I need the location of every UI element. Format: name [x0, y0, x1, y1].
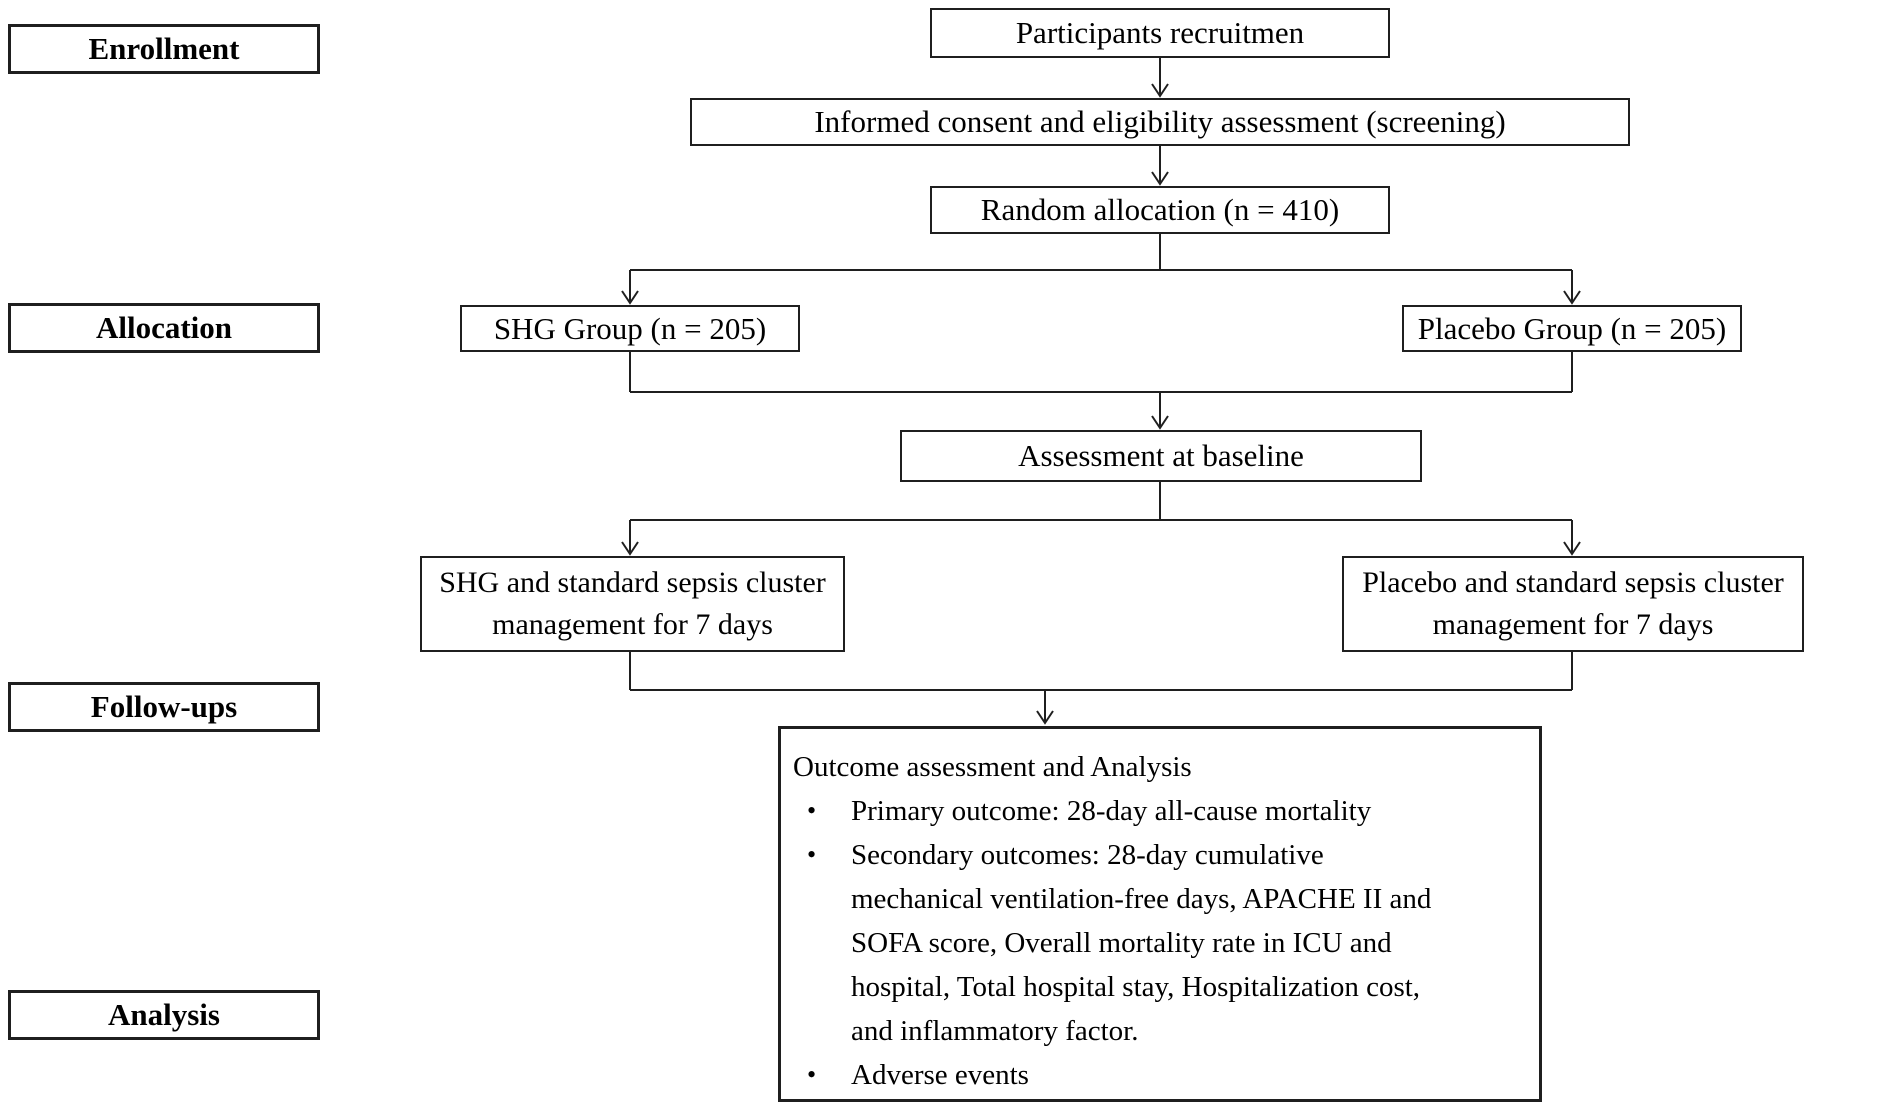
box-shg-treatment-line-2: management for 7 days	[492, 608, 773, 641]
box-shg-group: SHG Group (n = 205)	[460, 305, 800, 352]
stage-label-follow-ups: Follow-ups	[8, 682, 320, 732]
box-placebo-treatment-line-1: Placebo and standard sepsis cluster	[1362, 566, 1784, 599]
box-shg-treatment-line-1: SHG and standard sepsis cluster	[439, 566, 826, 599]
outcome-bullet-primary: • Primary outcome: 28-day all-cause mort…	[793, 789, 1533, 833]
outcome-bullet-secondary-line-1: Secondary outcomes: 28-day cumulative	[851, 839, 1324, 871]
box-placebo-group: Placebo Group (n = 205)	[1402, 305, 1742, 352]
bullet-icon: •	[807, 840, 817, 869]
connector-baseline-split	[621, 482, 1581, 556]
outcome-bullet-secondary-line-2: mechanical ventilation-free days, APACHE…	[851, 883, 1432, 915]
arrow-down-icon	[1036, 710, 1054, 725]
outcome-bullet-adverse-events: • Adverse events	[793, 1053, 1533, 1097]
arrow-down-icon	[1151, 171, 1169, 186]
stage-label-enrollment: Enrollment	[8, 24, 320, 74]
connector-screening-to-randomization	[1151, 146, 1169, 186]
bullet-icon: •	[807, 1060, 817, 1089]
box-placebo-treatment-line-2: management for 7 days	[1432, 608, 1714, 641]
connector-recruitment-to-screening	[1151, 58, 1169, 98]
arrow-down-icon	[1563, 541, 1581, 556]
arrow-down-icon	[621, 290, 639, 305]
connector-groups-merge-to-baseline	[629, 352, 1573, 430]
arrow-down-icon	[1151, 415, 1169, 430]
outcome-title: Outcome assessment and Analysis	[793, 751, 1192, 783]
stage-label-analysis: Analysis	[8, 990, 320, 1040]
outcome-bullet-primary-text: Primary outcome: 28-day all-cause mortal…	[851, 795, 1372, 827]
outcome-bullet-secondary-line-4: hospital, Total hospital stay, Hospitali…	[851, 971, 1421, 1003]
box-placebo-treatment: Placebo and standard sepsis cluster mana…	[1342, 556, 1804, 652]
box-random-allocation: Random allocation (n = 410)	[930, 186, 1390, 234]
box-informed-consent-screening: Informed consent and eligibility assessm…	[690, 98, 1630, 146]
box-assessment-baseline: Assessment at baseline	[900, 430, 1422, 482]
outcome-bullet-secondary: • Secondary outcomes: 28-day cumulative …	[793, 833, 1533, 1053]
arrow-down-icon	[1151, 83, 1169, 98]
stage-label-allocation: Allocation	[8, 303, 320, 353]
arrow-down-icon	[621, 541, 639, 556]
box-participants-recruitment: Participants recruitmen	[930, 8, 1390, 58]
box-outcome-assessment: Outcome assessment and Analysis • Primar…	[778, 726, 1542, 1102]
outcome-bullet-secondary-line-5: and inflammatory factor.	[851, 1015, 1139, 1047]
connector-treatment-merge-to-outcome	[629, 652, 1573, 725]
box-shg-treatment: SHG and standard sepsis cluster manageme…	[420, 556, 845, 652]
bullet-icon: •	[807, 796, 817, 825]
arrow-down-icon	[1563, 290, 1581, 305]
outcome-bullet-adverse-events-text: Adverse events	[851, 1059, 1029, 1091]
outcome-bullet-secondary-line-3: SOFA score, Overall mortality rate in IC…	[851, 927, 1392, 959]
connector-randomization-split	[621, 234, 1581, 305]
